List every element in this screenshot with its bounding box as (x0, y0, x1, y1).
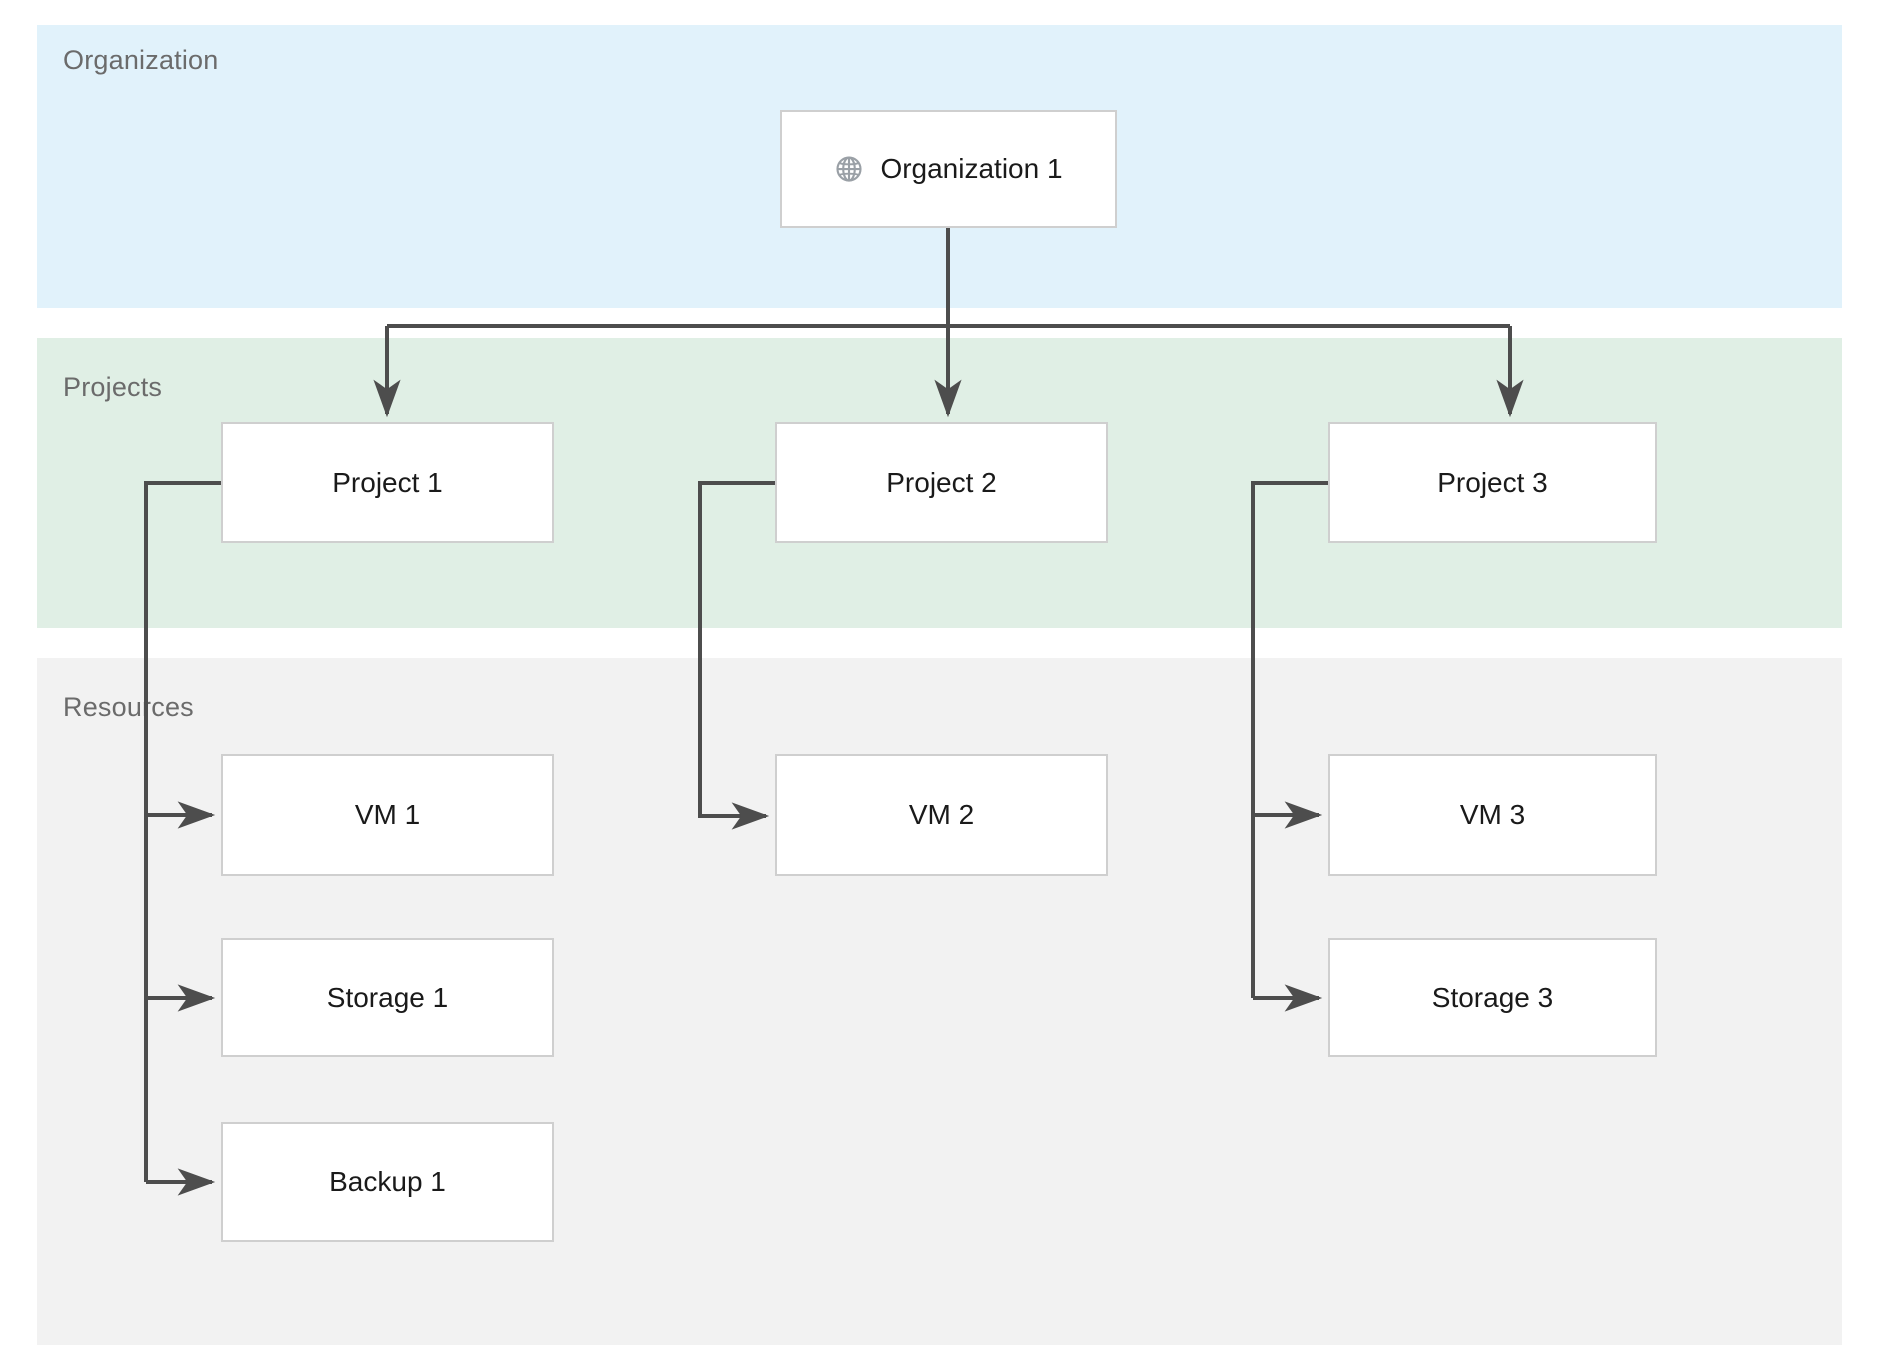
node-label: VM 3 (1459, 799, 1526, 830)
node-label: Organization 1 (880, 153, 1063, 184)
node-vm-2[interactable]: VM 2 (775, 754, 1108, 876)
node-vm-3[interactable]: VM 3 (1328, 754, 1657, 876)
globe-icon (836, 156, 862, 182)
node-project-3[interactable]: Project 3 (1328, 422, 1657, 543)
node-label: Project 2 (886, 466, 997, 498)
node-label: VM 2 (908, 799, 975, 830)
node-project-1[interactable]: Project 1 (221, 422, 554, 543)
node-backup-1[interactable]: Backup 1 (221, 1122, 554, 1242)
node-label: Storage 3 (1431, 981, 1554, 1013)
node-label: Storage 1 (326, 981, 449, 1013)
node-storage-1[interactable]: Storage 1 (221, 938, 554, 1057)
node-label: Project 3 (1437, 466, 1548, 498)
node-vm-1[interactable]: VM 1 (221, 754, 554, 876)
band-label-resources: Resources (63, 692, 194, 722)
node-label: Project 1 (332, 466, 443, 498)
node-label: Backup 1 (329, 1166, 446, 1197)
node-project-2[interactable]: Project 2 (775, 422, 1108, 543)
node-organization-1[interactable]: Organization 1 (780, 110, 1117, 228)
band-label-organization: Organization (63, 45, 219, 75)
band-label-projects: Projects (63, 372, 163, 402)
node-storage-3[interactable]: Storage 3 (1328, 938, 1657, 1057)
node-label: VM 1 (354, 799, 421, 830)
